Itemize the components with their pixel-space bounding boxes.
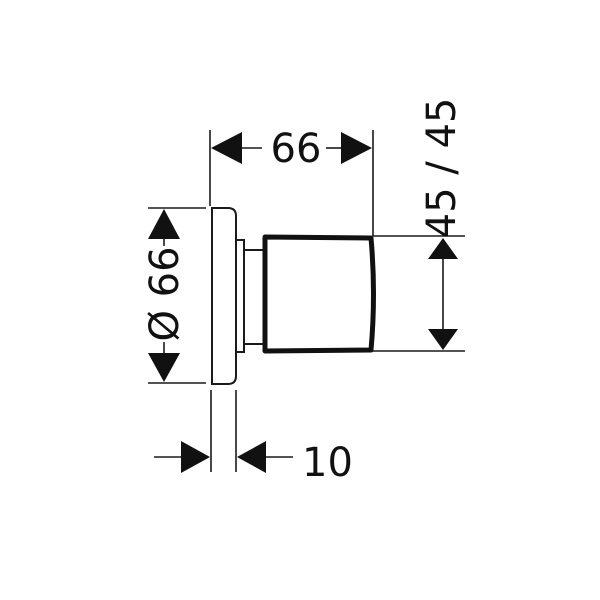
flange-ring <box>235 239 245 353</box>
part-outline <box>211 207 376 385</box>
dimension-plate-thickness-10: 10 <box>154 390 353 486</box>
arrowhead-left <box>237 441 266 473</box>
arrowhead-up <box>148 209 180 239</box>
dimension-label: 45 / 45 <box>419 98 465 239</box>
arrowhead-up <box>428 238 458 259</box>
arrowhead-right <box>181 441 210 473</box>
dimension-knob-45-45: 45 / 45 <box>373 98 465 352</box>
dimension-diameter-66: Ø 66 <box>142 207 206 384</box>
arrowhead-left <box>211 132 242 164</box>
neck <box>243 249 265 345</box>
dimension-label: 10 <box>302 440 353 486</box>
arrowhead-right <box>341 132 372 164</box>
knob-body <box>262 234 376 354</box>
wall-plate <box>211 207 237 385</box>
dimension-label: Ø 66 <box>142 246 188 341</box>
arrowhead-down <box>148 353 180 382</box>
arrowhead-down <box>428 329 458 350</box>
dimension-depth-66: 66 <box>209 126 374 236</box>
dimension-label: 66 <box>271 126 322 172</box>
